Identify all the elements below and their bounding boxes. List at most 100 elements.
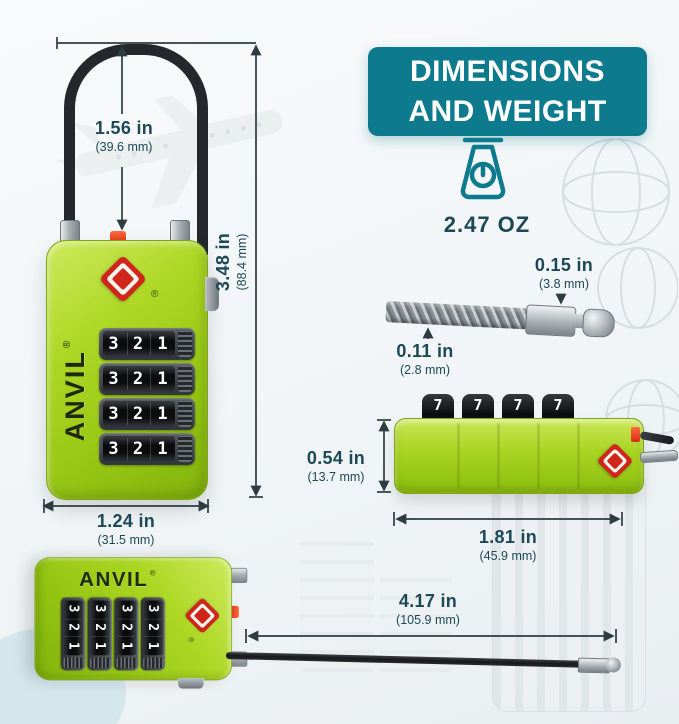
dimension-metric: (105.9 mm) — [396, 613, 460, 627]
suitcase-art — [492, 470, 646, 712]
dimension-metric: (45.9 mm) — [479, 549, 537, 563]
dial-row: 3 2 1 — [87, 597, 112, 671]
dial-row: 3 2 1 — [99, 433, 195, 465]
dial-digits: 3 2 1 — [118, 604, 134, 652]
brand-name: ANVIL — [79, 567, 149, 591]
dial-wheel: 3 2 1 — [143, 600, 163, 656]
bottom-lock: ® ANVIL ® 3 2 1 3 2 1 3 2 1 — [34, 556, 248, 689]
dimension-value: 0.15 in — [534, 255, 594, 275]
tsa-logo-inner — [193, 607, 211, 625]
title-line-2: AND WEIGHT — [408, 94, 607, 128]
cable-end-ferrule — [524, 304, 577, 337]
side-lock-body — [394, 418, 644, 494]
dimension-value: 3.48 in — [213, 232, 233, 292]
dimension-value: 0.11 in — [396, 341, 454, 361]
building-art — [380, 566, 452, 672]
brand-registered: ® — [62, 340, 73, 349]
brand-registered: ® — [149, 569, 156, 578]
brand-name: ANVIL — [59, 350, 90, 442]
tsa-logo — [184, 597, 221, 634]
dial-wheel: 3 2 1 — [89, 600, 110, 656]
groove — [497, 423, 500, 489]
dimension-metric: (39.6 mm) — [95, 140, 153, 154]
dimension-body-thickness: 0.54 in (13.7 mm) — [296, 448, 376, 484]
dimension-cable-tip-diameter: 0.15 in (3.8 mm) — [522, 255, 606, 291]
side-dial-digit: 7 — [433, 396, 443, 414]
registered-mark: ® — [151, 289, 159, 300]
latch — [178, 678, 204, 689]
side-dial-digit: 7 — [513, 396, 523, 414]
dimension-total-height: 3.48 in (88.4 mm) — [213, 202, 255, 322]
dial-row: 3 2 1 — [99, 328, 195, 360]
dimension-value: 1.24 in — [96, 511, 156, 531]
dial-row: 3 2 1 — [140, 597, 166, 671]
dimension-value: 4.17 in — [398, 591, 458, 611]
latch — [205, 277, 219, 311]
dial-knurl — [178, 436, 192, 462]
dimension-cable-diameter: 0.11 in (2.8 mm) — [383, 341, 467, 377]
brand-logo: ANVIL ® — [60, 331, 90, 451]
dial-wheel: 3 2 1 — [63, 600, 84, 656]
dial-digits: 3 2 1 — [108, 334, 170, 354]
dimension-metric: (31.5 mm) — [97, 533, 155, 547]
cable-ball-tip — [581, 308, 616, 338]
tsa-logo-mid — [106, 262, 140, 296]
dial-knurl — [89, 657, 110, 669]
dial-digits: 3 2 1 — [108, 439, 170, 459]
dimension-value: 0.54 in — [306, 448, 366, 468]
dial-wheel: 3 2 1 — [103, 331, 175, 357]
side-lock: 7 7 7 7 — [394, 394, 679, 494]
dial-wheel: 3 2 1 — [116, 600, 137, 656]
dial-knurl — [63, 657, 84, 669]
dial-digits: 3 2 1 — [65, 604, 81, 652]
tsa-logo-small — [596, 442, 634, 480]
lock-body: ® ANVIL ® 3 2 1 3 2 1 3 2 1 3 2 1 — [46, 240, 219, 500]
dial-digits: 3 2 1 — [108, 369, 170, 389]
tsa-logo-inner — [606, 452, 624, 470]
dimension-metric: (88.4 mm) — [235, 233, 249, 291]
tsa-logo — [98, 254, 148, 304]
main-lock: ® ANVIL ® 3 2 1 3 2 1 3 2 1 3 2 1 — [46, 220, 219, 500]
dial-digits: 3 2 1 — [92, 604, 108, 652]
title-box: DIMENSIONS AND WEIGHT — [368, 47, 647, 136]
side-dial-digit: 7 — [473, 396, 483, 414]
cable-stub-silver — [639, 449, 679, 464]
groove — [537, 423, 540, 489]
reset-button-side — [631, 427, 640, 442]
braided-cable — [385, 301, 529, 330]
dial-row: 3 2 1 — [99, 363, 195, 395]
cable-line — [225, 652, 583, 668]
dial-knurl — [178, 331, 192, 357]
side-dial-digit: 7 — [553, 396, 563, 414]
tsa-logo-mid — [602, 448, 628, 474]
dial-wheel: 3 2 1 — [103, 401, 175, 427]
dimension-metric: (2.8 mm) — [400, 363, 450, 377]
groove — [577, 423, 580, 489]
dial-row: 3 2 1 — [114, 597, 139, 671]
dimension-value: 1.56 in — [94, 118, 154, 138]
dial-knurl — [178, 401, 192, 427]
dial-digits: 3 2 1 — [108, 404, 170, 424]
cable-shackle — [64, 44, 208, 255]
dimension-body-width: 1.24 in (31.5 mm) — [64, 511, 188, 547]
dial-wheel: 3 2 1 — [103, 366, 175, 392]
dimension-value: 1.81 in — [478, 527, 538, 547]
dimension-metric: (13.7 mm) — [307, 470, 365, 484]
dial-knurl — [116, 657, 137, 669]
groove — [457, 423, 460, 489]
cable-tip — [605, 657, 622, 673]
cable-stub-dark — [639, 431, 675, 445]
globe-art — [562, 138, 678, 329]
dimension-metric: (3.8 mm) — [539, 277, 589, 291]
tsa-logo-inner — [111, 267, 135, 291]
dimension-cable-loop-height: 1.56 in (39.6 mm) — [86, 118, 162, 154]
dial-row: 3 2 1 — [99, 398, 195, 430]
bottom-lock-rotated: ® ANVIL ® 3 2 1 3 2 1 3 2 1 — [34, 557, 248, 689]
title-line-1: DIMENSIONS — [409, 54, 606, 88]
building-art — [300, 540, 374, 672]
brand-logo: ANVIL ® — [72, 567, 163, 591]
registered-mark: ® — [186, 637, 195, 643]
lock-body: ® ANVIL ® 3 2 1 3 2 1 3 2 1 — [34, 557, 233, 689]
scale-icon — [460, 137, 506, 200]
dimension-body-length: 1.81 in (45.9 mm) — [449, 527, 567, 563]
